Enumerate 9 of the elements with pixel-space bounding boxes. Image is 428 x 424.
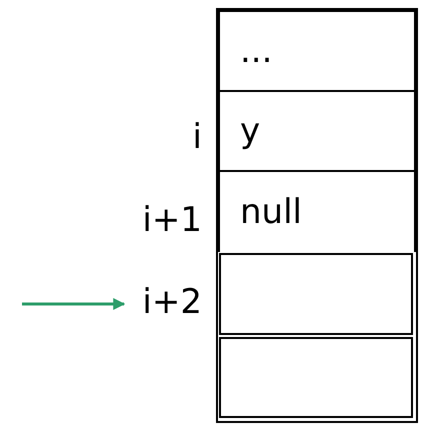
empty-array-cell [218,336,416,421]
index-label: i [192,120,202,154]
cell-text: y [240,114,260,148]
cell-text: i+2 [142,282,202,322]
empty-array-cell [218,252,416,338]
arrow [22,298,126,310]
cell-text: ... [240,34,272,68]
cell-text: null [240,195,302,229]
index-label: i+1 [141,203,202,237]
